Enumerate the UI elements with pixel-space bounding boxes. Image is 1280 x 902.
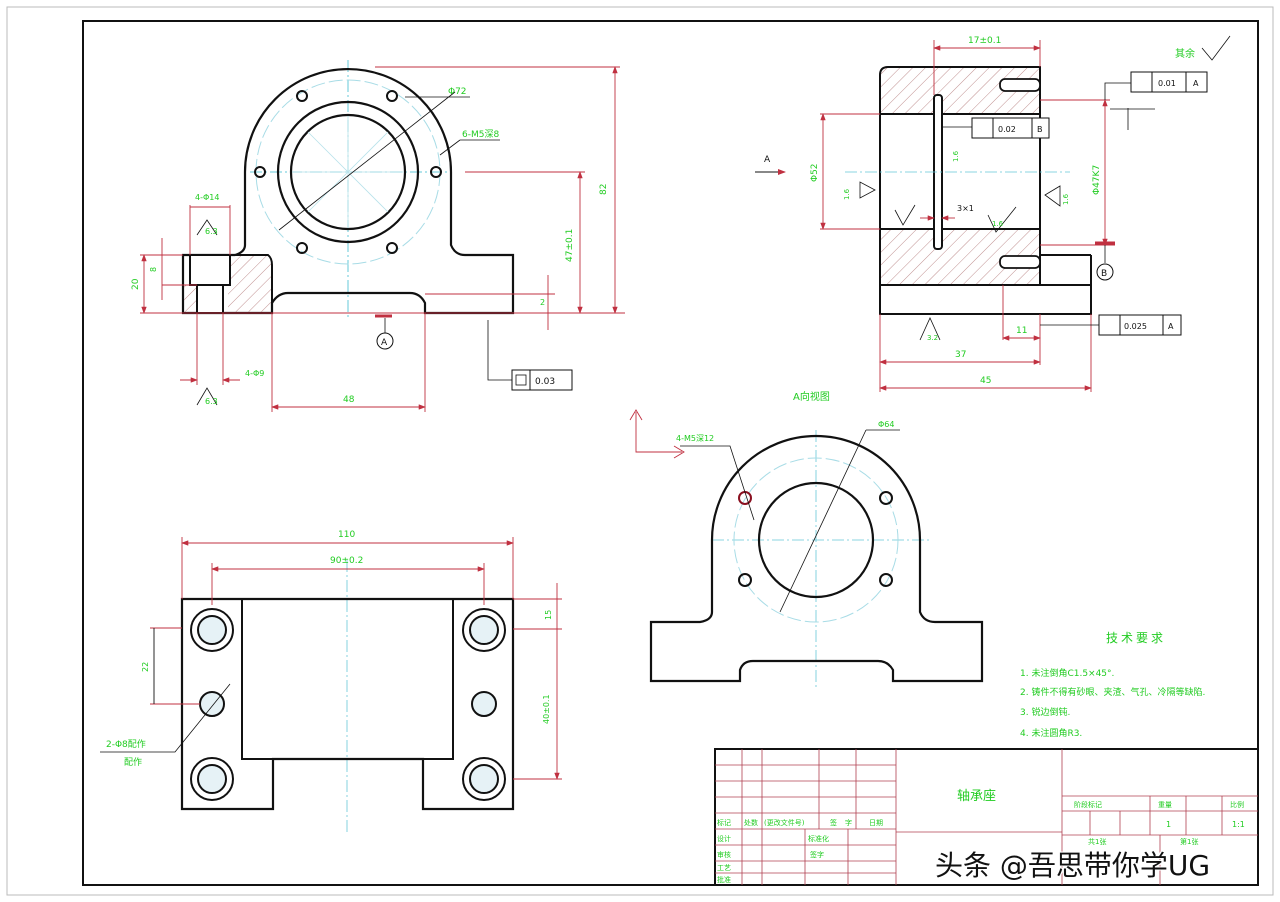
front-dim-small: 2 — [540, 298, 545, 307]
technical-requirements: 技术要求 1. 未注倒角C1.5×45°. 2. 铸件不得有砂眼、夹渣、气孔、冷… — [1020, 631, 1205, 739]
front-dim-slot-width: 48 — [343, 395, 355, 405]
side-perp-datum-1: B — [1037, 125, 1043, 134]
title-qty: 1 — [1166, 820, 1171, 829]
top-dim-15: 15 — [544, 610, 553, 620]
a-view-hole-label: 4-M5深12 — [676, 434, 714, 443]
front-dim-height-total: 82 — [599, 184, 609, 195]
title-row: 批准 — [717, 875, 731, 884]
title-header: (更改文件号) — [764, 818, 805, 827]
drawing-frame — [82, 20, 1259, 886]
title-row: 工艺 — [717, 864, 731, 872]
outer-border — [6, 6, 1274, 896]
title-right-header: 比例 — [1230, 800, 1244, 809]
title-right-header: 重量 — [1158, 801, 1172, 809]
title-block-part-name: 轴承座 — [957, 789, 996, 804]
a-view-label: A向视图 — [793, 390, 830, 403]
top-pin-callout: 2-Φ8配作 — [106, 738, 146, 750]
side-parallel-datum: A — [1193, 79, 1199, 88]
front-view: 82 47±0.1 20 8 4-Φ14 4-Φ9 48 2 Φ72 6-M5深… — [131, 60, 625, 412]
title-header: 签 — [830, 818, 837, 827]
front-roughness-1: 6.3 — [205, 227, 218, 236]
title-row: 设计 — [717, 834, 731, 843]
front-roughness-2: 6.3 — [205, 397, 218, 406]
side-dim-45: 45 — [980, 376, 991, 386]
top-dim-pitch: 40±0.1 — [542, 694, 551, 724]
title-sheet-info: 共1张 — [1088, 837, 1106, 846]
front-dim-counterbore-depth: 8 — [149, 267, 158, 272]
title-sheet-info: 第1张 — [1180, 837, 1198, 846]
side-parallel-tol: 0.01 — [1158, 79, 1176, 88]
side-datum-b: B — [1101, 269, 1107, 279]
front-flatness-value: 0.03 — [535, 377, 555, 387]
side-dim-groove: 3×1 — [957, 204, 974, 213]
side-perp-tol-2: 0.025 — [1124, 322, 1147, 331]
side-roughness-c: 1.6 — [1062, 193, 1070, 205]
title-row: 审核 — [717, 850, 731, 859]
tech-req-item: 1. 未注倒角C1.5×45°. — [1020, 667, 1114, 679]
tech-req-item: 3. 锐边倒钝. — [1020, 706, 1070, 718]
a-view-dia-label: Φ64 — [878, 420, 894, 429]
top-dim-width: 110 — [338, 530, 355, 540]
side-roughness-b: 1.6 — [952, 150, 960, 162]
title-scale: 1:1 — [1232, 820, 1245, 829]
title-right-header: 阶段标记 — [1074, 800, 1102, 809]
front-dim-outer-dia: Φ72 — [448, 87, 467, 97]
title-block: 轴承座 标记 处数 (更改文件号) 签 字 日期 设计 审核 工艺 批准 标准化… — [714, 748, 1259, 886]
side-dim-top: 17±0.1 — [968, 36, 1001, 46]
side-roughness-a: 1.6 — [843, 188, 851, 200]
front-datum-a: A — [381, 338, 388, 348]
title-sub-label: 标准化 — [808, 834, 829, 843]
front-dim-counterbore-dia: 4-Φ14 — [195, 193, 219, 202]
side-dim-37: 37 — [955, 350, 966, 360]
side-section-view: 17±0.1 Φ52 Φ47K7 3×1 11 37 45 1.6 1.6 1.… — [755, 35, 1231, 392]
tech-req-item: 4. 未注圆角R3. — [1020, 727, 1082, 739]
front-dim-base-height: 20 — [131, 278, 141, 290]
a-direction-view: A向视图 Φ64 4-M5深12 — [629, 390, 984, 690]
section-arrow-label: A — [764, 155, 771, 165]
front-thread-callout: 6-M5深8 — [462, 129, 499, 140]
side-dim-bore: Φ52 — [810, 163, 820, 182]
top-dim-22: 22 — [141, 662, 150, 672]
side-dim-11: 11 — [1016, 326, 1027, 336]
roughness-note: 其余 — [1175, 47, 1195, 60]
front-dim-center-height: 47±0.1 — [565, 229, 575, 262]
title-sub-label: 签字 — [810, 850, 824, 859]
title-header: 日期 — [869, 819, 883, 827]
title-header: 处数 — [744, 818, 758, 827]
side-perp-datum-2: A — [1168, 322, 1174, 331]
title-header: 字 — [845, 818, 852, 827]
tech-req-heading: 技术要求 — [1106, 631, 1166, 645]
title-header: 标记 — [717, 818, 731, 827]
side-perp-tol-1: 0.02 — [998, 125, 1016, 134]
top-pin-callout-2: 配作 — [124, 756, 142, 768]
front-dim-hole-dia: 4-Φ9 — [245, 369, 264, 378]
side-roughness-e: 1.6 — [992, 220, 1004, 228]
watermark: 头条 @吾思带你学UG — [935, 849, 1211, 882]
side-dim-bore-fit: Φ47K7 — [1092, 165, 1102, 195]
top-dim-hole-span: 90±0.2 — [330, 556, 363, 566]
side-roughness-d: 3.2 — [927, 334, 938, 342]
top-view: 110 90±0.2 15 22 40±0.1 2-Φ8配作 配作 — [100, 530, 562, 835]
tech-req-item: 2. 铸件不得有砂眼、夹渣、气孔、冷隔等缺陷. — [1020, 686, 1205, 698]
